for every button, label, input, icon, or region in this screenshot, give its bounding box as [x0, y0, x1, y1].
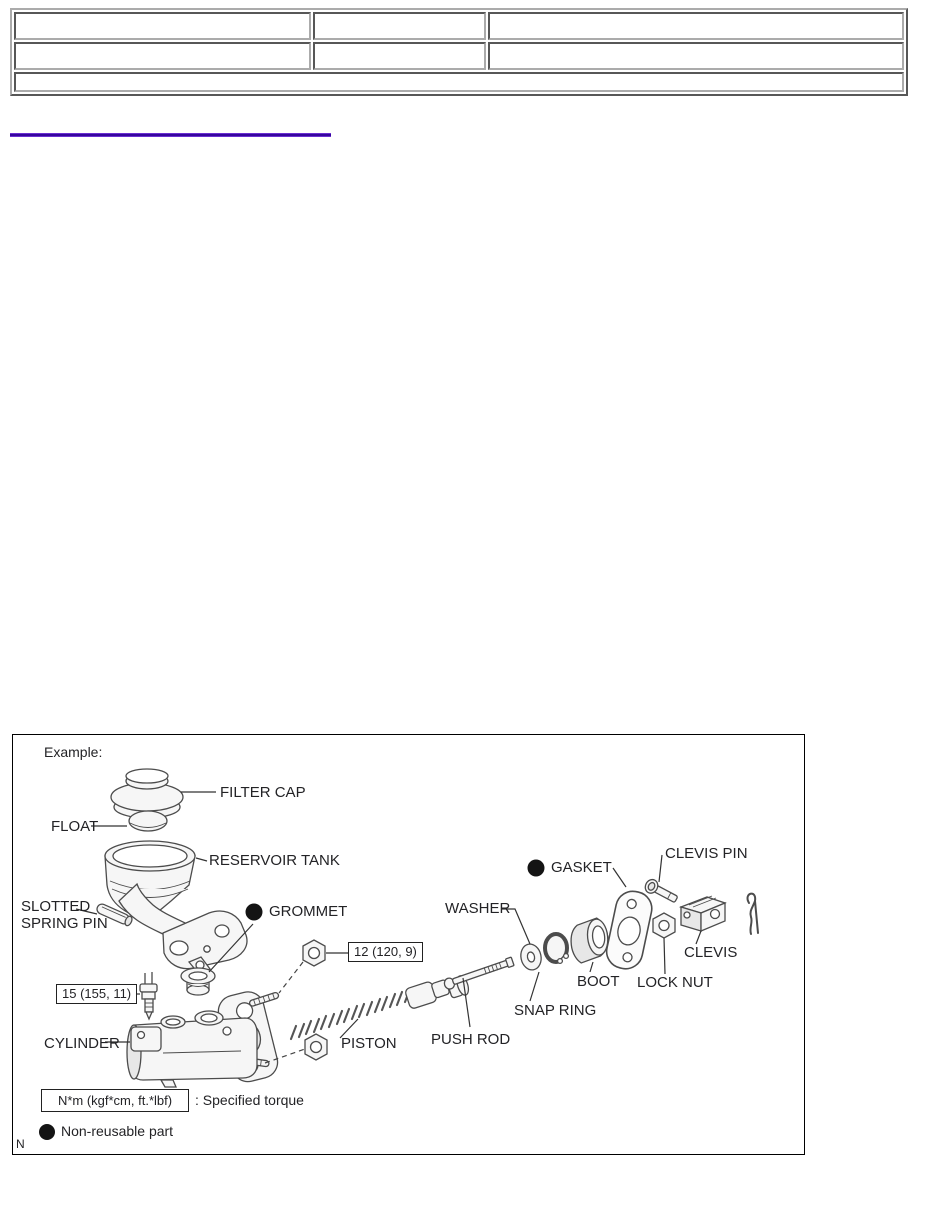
header-table-cell	[488, 12, 904, 40]
exploded-view-figure: Example: FILTER CAP FLOAT RESERVOIR TANK…	[12, 734, 805, 1155]
nut-upper-drawing	[302, 939, 326, 967]
header-table-cell	[488, 42, 904, 70]
label-grommet: GROMMET	[269, 903, 348, 920]
grommet-nonreusable-dot	[245, 903, 263, 921]
label-washer: WASHER	[445, 900, 511, 917]
bleeder-plug-drawing	[139, 972, 158, 1021]
header-table-row	[14, 12, 904, 40]
exploded-diagram-art	[39, 768, 759, 1140]
cylinder-drawing	[126, 991, 280, 1088]
label-gasket: GASKET	[551, 859, 612, 876]
boot-drawing	[570, 917, 609, 964]
label-float: FLOAT	[51, 818, 99, 835]
nut-lower-drawing	[304, 1033, 328, 1061]
slotted-spring-pin-drawing	[96, 903, 133, 927]
header-table-cell	[313, 12, 487, 40]
label-lock-nut: LOCK NUT	[637, 974, 713, 991]
header-table-cell	[14, 12, 312, 40]
label-push-rod: PUSH ROD	[431, 1031, 511, 1048]
header-table-cell	[14, 72, 904, 92]
label-piston: PISTON	[341, 1035, 397, 1052]
figure-corner-mark: N	[16, 1137, 25, 1151]
assembly-dashed-lines	[264, 961, 306, 1064]
float-drawing	[128, 810, 168, 832]
torque-unit-box: N*m (kgf*cm, ft.*lbf)	[41, 1089, 189, 1112]
leader-lines	[75, 791, 702, 1043]
gasket-nonreusable-dot	[527, 859, 545, 877]
link-underline[interactable]	[10, 133, 331, 137]
header-table-row	[14, 42, 904, 70]
filter-cap-drawing	[110, 768, 184, 819]
label-clevis-pin: CLEVIS PIN	[665, 845, 748, 862]
torque-callout-15: 15 (155, 11)	[56, 984, 138, 1004]
label-cylinder: CYLINDER	[44, 1035, 120, 1052]
cotter-pin-drawing	[746, 892, 759, 935]
header-table-cell	[313, 42, 487, 70]
label-boot: BOOT	[577, 973, 620, 990]
lock-nut-drawing	[652, 912, 676, 939]
piston-drawing	[289, 975, 470, 1041]
clevis-drawing	[678, 895, 727, 932]
header-table-cell	[14, 42, 312, 70]
header-table	[10, 8, 908, 96]
washer-drawing	[520, 943, 542, 971]
header-table-row	[14, 72, 904, 92]
label-slotted-spring-pin: SLOTTED SPRING PIN	[21, 898, 108, 932]
label-clevis: CLEVIS	[684, 944, 738, 961]
push-rod-drawing	[443, 956, 515, 990]
snap-ring-drawing	[543, 932, 573, 968]
legend-nonreusable-dot	[39, 1124, 55, 1140]
example-label: Example:	[44, 744, 103, 760]
clevis-pin-drawing	[644, 878, 678, 903]
label-reservoir-tank: RESERVOIR TANK	[209, 852, 340, 869]
label-filter-cap: FILTER CAP	[220, 784, 306, 801]
torque-unit-description: : Specified torque	[195, 1092, 304, 1108]
non-reusable-note: Non-reusable part	[61, 1123, 174, 1139]
grommet-drawing	[180, 967, 216, 996]
torque-callout-12: 12 (120, 9)	[348, 942, 423, 962]
label-snap-ring: SNAP RING	[514, 1002, 597, 1019]
gasket-drawing	[605, 890, 653, 970]
